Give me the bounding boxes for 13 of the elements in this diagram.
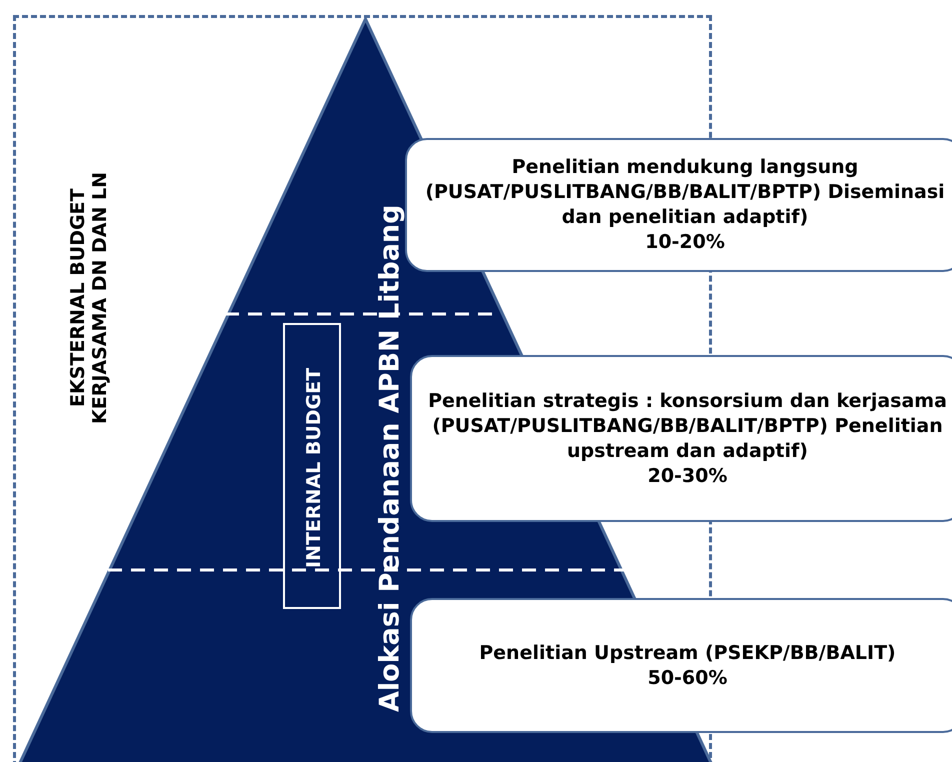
text-card [410,598,952,733]
card-text: 10-20% [645,230,725,255]
card-text: Penelitian mendukung langsung (PUSAT/PUSLITBANG/BB/BALIT/BPTP) Diseminasi dan penelitian adaptif) [424,155,946,230]
label-frame [283,323,341,609]
card-text: 20-30% [648,464,728,488]
text-card [405,138,952,272]
vertical-heading: Alokasi Pendanaan APBN Litbang [374,203,406,714]
card-text: Penelitian Upstream (PSEKP/BB/BALIT) [479,640,896,666]
card-text: Penelitian strategis : konsorsium dan kerjasama (PUSAT/PUSLITBANG/BB/BALIT/BPTP) Penelitian upstream dan adaptif) [427,388,948,464]
text-card [410,355,952,522]
section-label: INTERNAL BUDGET [302,366,326,570]
vertical-heading: EKSTERNAL BUDGET KERJASAMA DN DAN LN [66,171,112,426]
card-text: 50-60% [648,666,728,690]
